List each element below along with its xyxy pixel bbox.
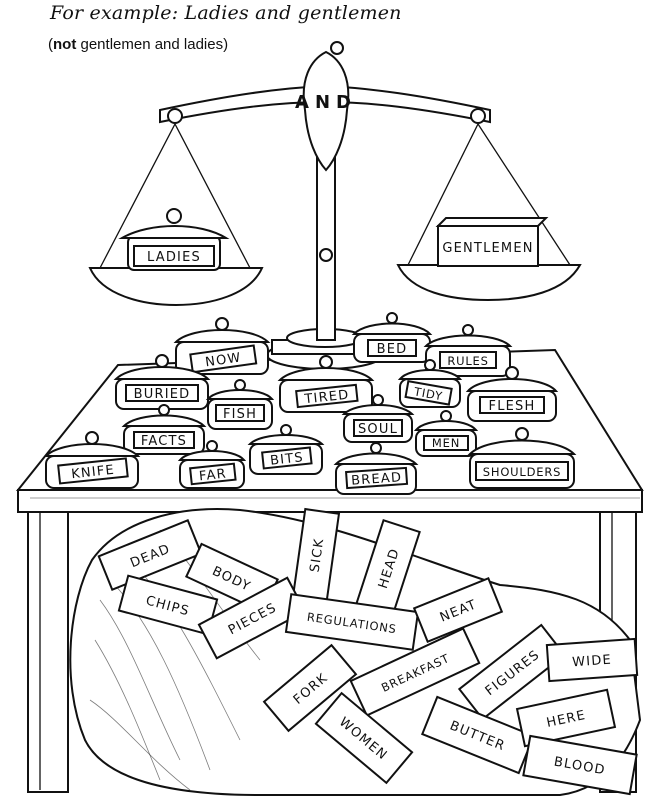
pot: BED: [351, 312, 433, 363]
block: BUTTER: [420, 695, 536, 775]
pot: BURIED: [113, 354, 211, 410]
pot: RULES: [423, 324, 513, 377]
pot-label: BED: [377, 342, 408, 357]
block: WIDE: [545, 637, 639, 683]
pot: FLESH: [465, 366, 559, 422]
balance-scale: AND LADIES GENTLEMEN: [88, 41, 582, 370]
pot-label: KNIFE: [71, 463, 116, 482]
caption-example: For example: Ladies and gentlemen: [50, 2, 402, 24]
pot-label: TIRED: [303, 388, 350, 408]
pot: MEN: [413, 410, 479, 457]
pot-label: RULES: [447, 354, 488, 368]
block: FORK: [262, 643, 358, 733]
note-bold: not: [53, 36, 77, 53]
block-label: SICK: [308, 537, 328, 573]
block: DEAD: [97, 519, 203, 591]
pot: BREAD: [333, 442, 419, 495]
block-label: WIDE: [572, 653, 613, 671]
pot-label: FAR: [198, 467, 227, 485]
block: CHIPS: [117, 574, 219, 636]
pot: FACTS: [121, 404, 207, 455]
pot-label: BREAD: [351, 470, 403, 489]
pot-label: SOUL: [358, 422, 398, 437]
pot-label: SHOULDERS: [483, 465, 561, 479]
block: NEAT: [412, 577, 504, 643]
pot-label: MEN: [432, 436, 460, 450]
block: SICK: [291, 507, 341, 603]
pot: KNIFE: [43, 431, 141, 489]
pot: BITS: [247, 424, 325, 475]
block: REGULATIONS: [284, 593, 420, 651]
block: FIGURES: [457, 623, 567, 721]
pot: FISH: [205, 379, 275, 430]
right-pan-label: GENTLEMEN: [442, 241, 533, 256]
caption-note: (not gentlemen and ladies): [48, 36, 228, 53]
pot: TIRED: [277, 355, 375, 413]
pot-label: NOW: [204, 350, 242, 370]
note-open: (: [48, 36, 53, 53]
pot: TIDY: [397, 359, 463, 408]
block: BLOOD: [522, 734, 638, 796]
block: HERE: [515, 688, 617, 748]
pot-label: BURIED: [134, 387, 191, 402]
block: PIECES: [197, 576, 307, 660]
left-pan-label: LADIES: [147, 250, 201, 265]
pot: FAR: [177, 440, 247, 489]
pot: SHOULDERS: [467, 427, 577, 489]
pot-label: FACTS: [141, 434, 187, 449]
note-rest: gentlemen and ladies): [76, 36, 229, 53]
pot-label: FISH: [223, 407, 257, 422]
pot-label: FLESH: [489, 399, 536, 414]
pot: SOUL: [341, 394, 415, 443]
pot: NOW: [173, 317, 271, 375]
block: BREAKFAST: [349, 627, 481, 717]
pot-label: BITS: [269, 450, 304, 468]
beam-label: AND: [295, 92, 357, 113]
pot-label: TIDY: [412, 384, 444, 403]
